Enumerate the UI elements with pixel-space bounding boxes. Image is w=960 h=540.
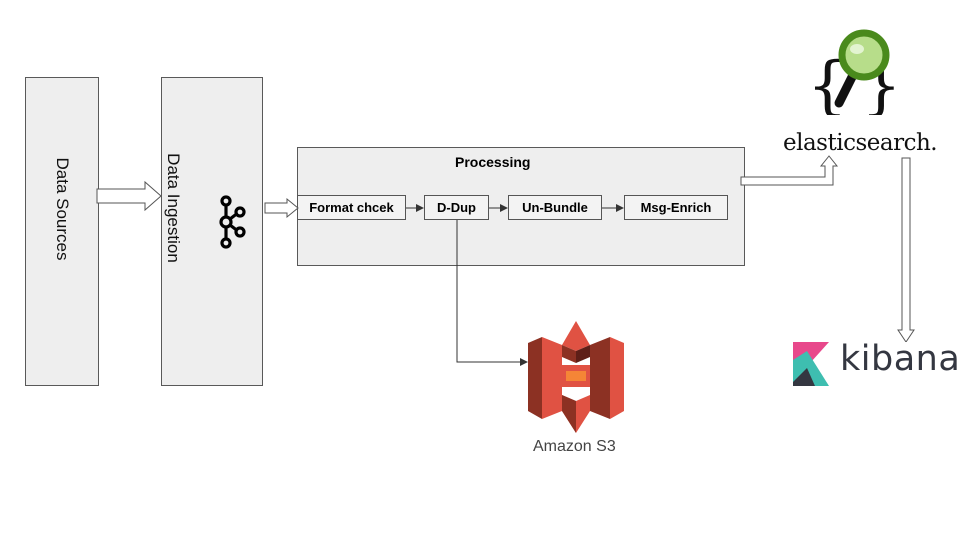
arrow-ingestion-to-processing bbox=[264, 197, 299, 219]
kibana-icon bbox=[793, 342, 829, 386]
step-d-dup-label: D-Dup bbox=[437, 200, 476, 215]
step-un-bundle-label: Un-Bundle bbox=[522, 200, 588, 215]
arrow-ddup-to-s3 bbox=[456, 220, 528, 366]
step-format-check-label: Format chcek bbox=[309, 200, 394, 215]
data-sources-box: Data Sources bbox=[25, 77, 99, 386]
elasticsearch-label: elasticsearch. bbox=[783, 130, 938, 156]
step-format-check: Format chcek bbox=[297, 195, 406, 220]
step-un-bundle: Un-Bundle bbox=[508, 195, 602, 220]
processing-title: Processing bbox=[455, 154, 531, 170]
data-ingestion-box: Data Ingestion bbox=[161, 77, 263, 386]
arrow-sources-to-ingestion bbox=[96, 180, 162, 212]
step-msg-enrich: Msg-Enrich bbox=[624, 195, 728, 220]
arrow-elasticsearch-to-kibana bbox=[897, 157, 915, 343]
arrow-processing-to-elasticsearch bbox=[740, 155, 839, 186]
kibana-label: kibana bbox=[840, 339, 960, 379]
kafka-icon bbox=[219, 195, 246, 249]
elasticsearch-logo-icon: { } bbox=[807, 29, 895, 115]
amazon-s3-icon bbox=[528, 321, 624, 433]
step-d-dup: D-Dup bbox=[424, 195, 489, 220]
step-msg-enrich-label: Msg-Enrich bbox=[640, 200, 712, 215]
amazon-s3-label: Amazon S3 bbox=[533, 438, 616, 455]
